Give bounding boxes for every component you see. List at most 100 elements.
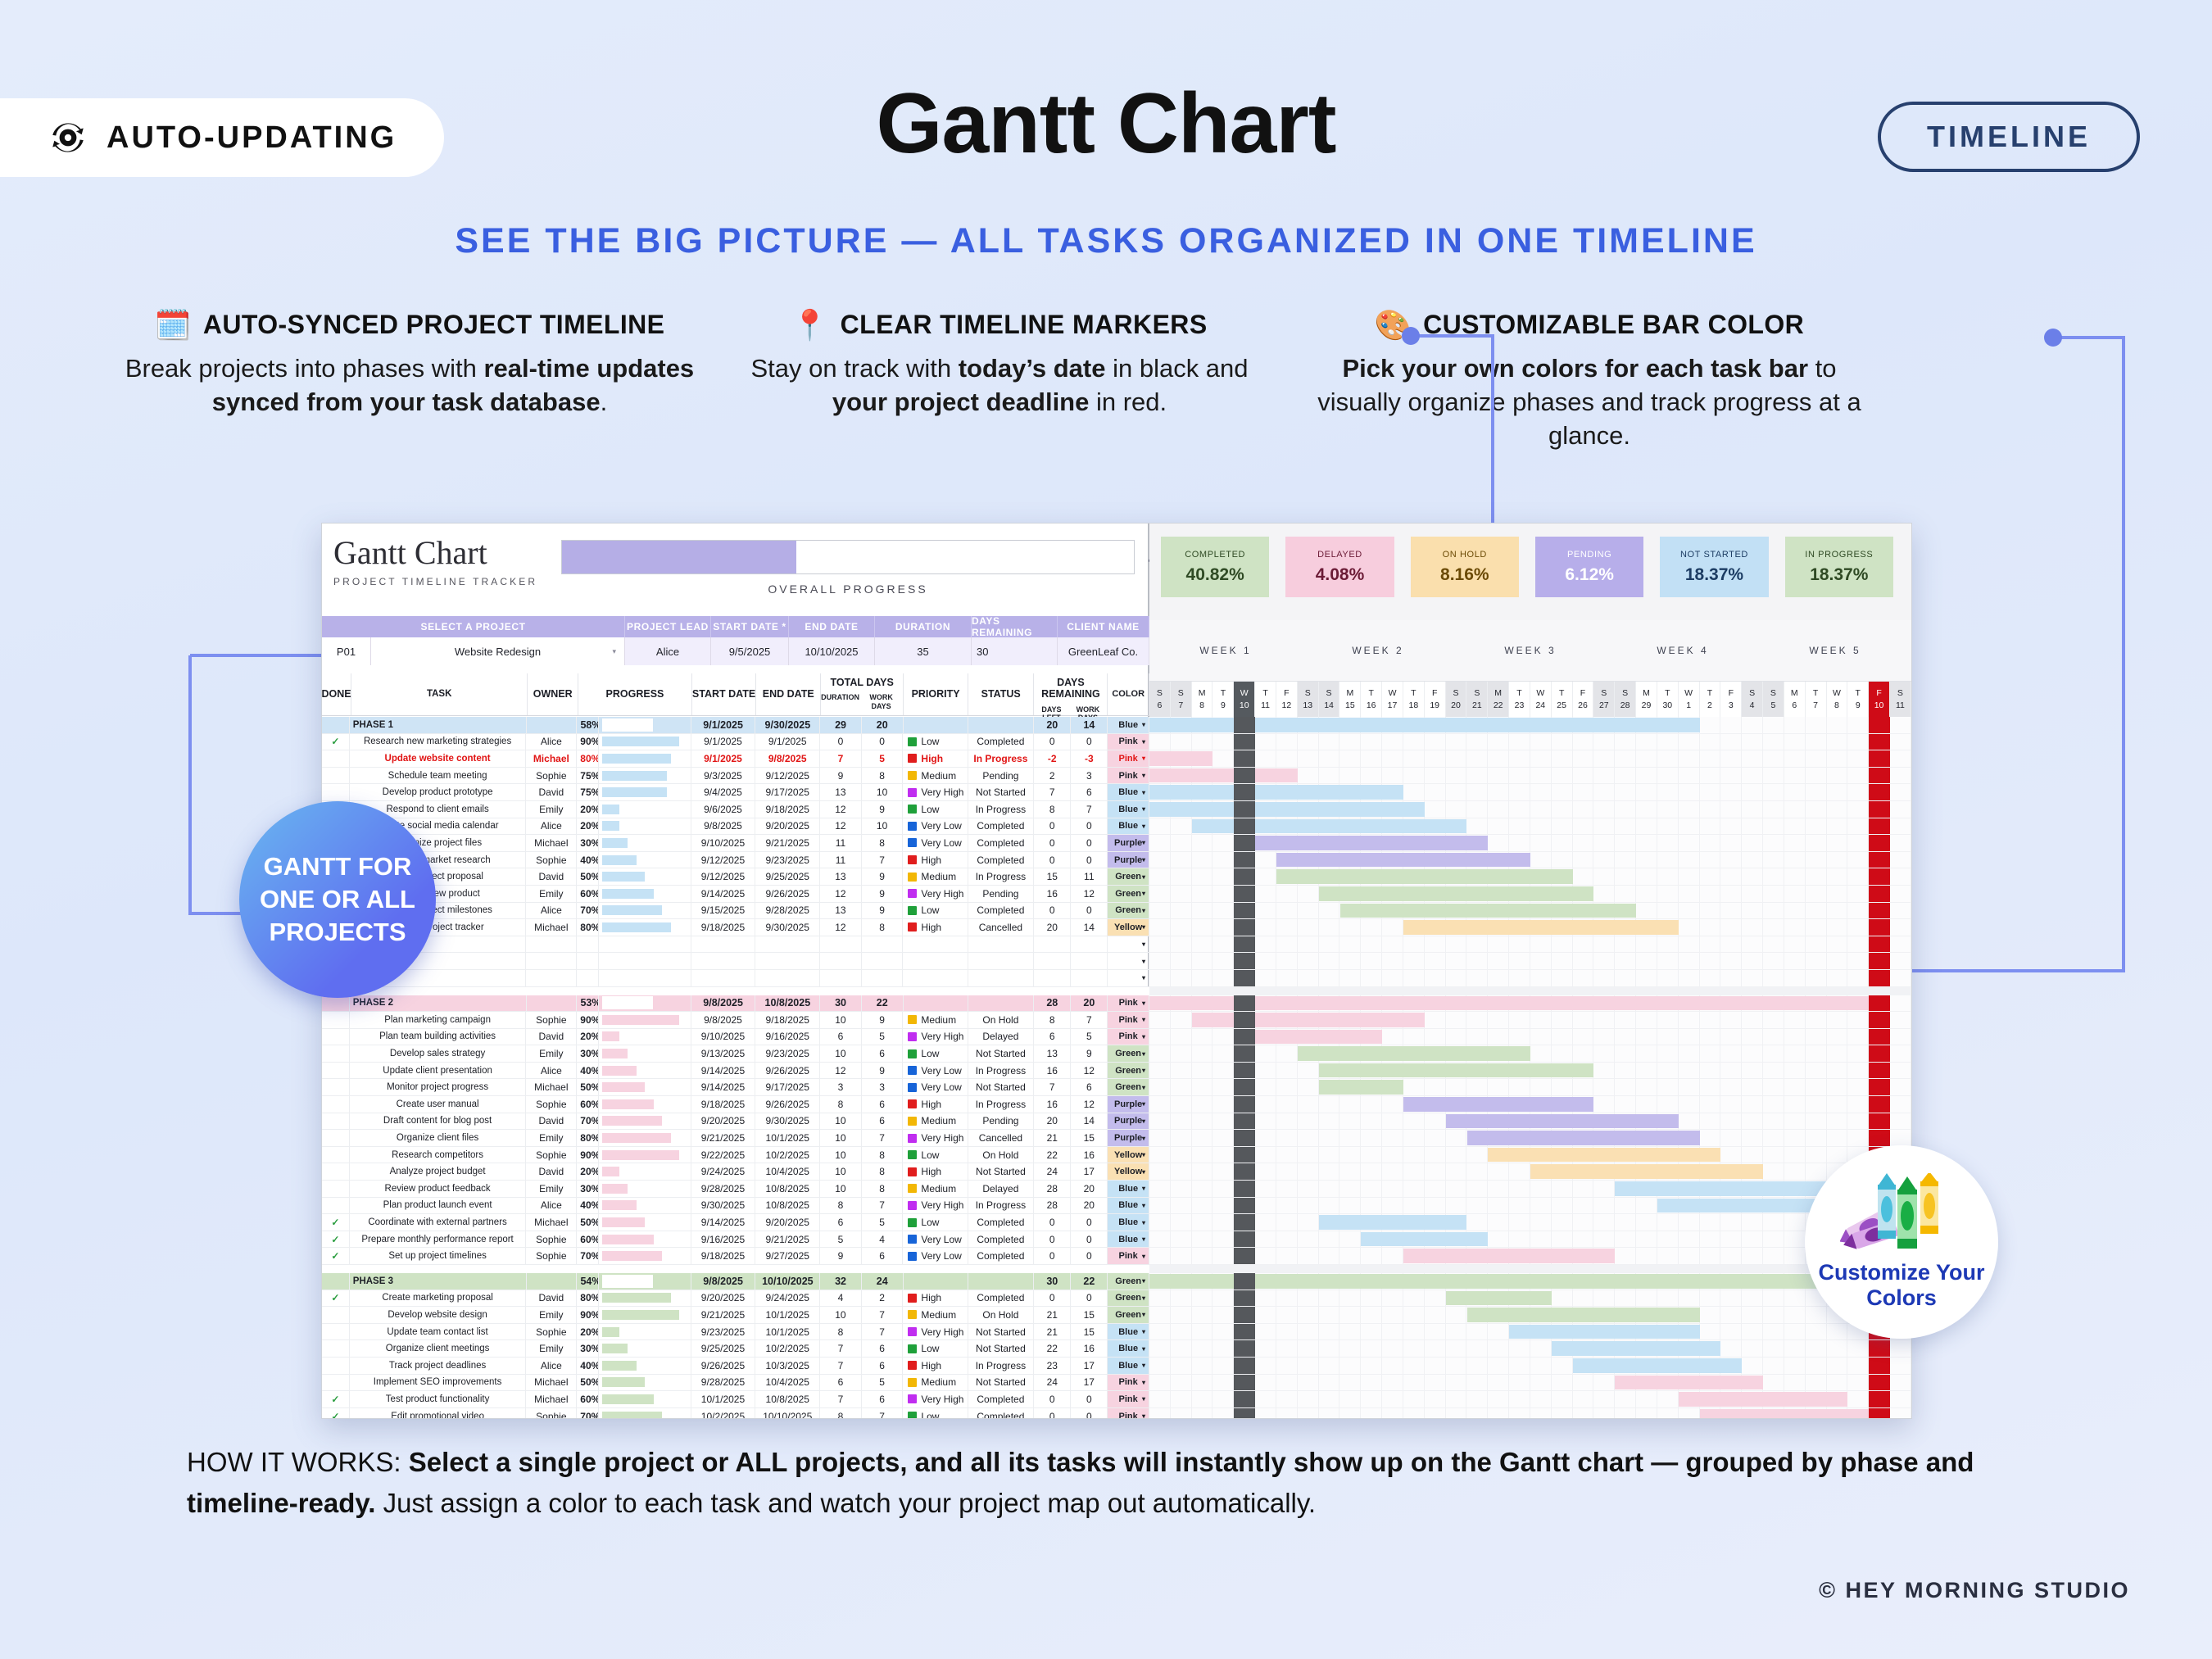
gantt-cell[interactable] (1509, 953, 1530, 969)
gantt-cell[interactable] (1573, 818, 1594, 835)
gantt-cell[interactable] (1149, 1307, 1171, 1323)
gantt-cell[interactable] (1784, 1130, 1806, 1146)
gantt-cell[interactable] (1255, 1407, 1276, 1418)
gantt-cell[interactable] (1171, 1028, 1192, 1045)
gantt-cell[interactable] (1784, 1323, 1806, 1340)
gantt-cell[interactable] (1827, 1323, 1848, 1340)
gantt-cell[interactable] (1890, 1130, 1911, 1146)
gantt-cell[interactable] (1149, 1231, 1171, 1248)
gantt-cell[interactable] (1171, 1062, 1192, 1079)
spreadsheet-window[interactable]: Gantt Chart PROJECT TIMELINE TRACKER 41%… (321, 523, 1912, 1419)
gantt-cell[interactable] (1361, 1096, 1383, 1113)
gantt-cell[interactable] (1298, 1340, 1319, 1357)
gantt-cell[interactable] (1530, 1012, 1552, 1028)
gantt-cell[interactable] (1509, 1391, 1530, 1407)
gantt-cell[interactable] (1890, 1113, 1911, 1130)
gantt-cell[interactable] (1784, 767, 1806, 784)
gantt-cell[interactable] (1149, 1407, 1171, 1418)
task-color-select[interactable]: Pink▾ (1108, 750, 1149, 767)
task-done-checkbox[interactable] (322, 1113, 350, 1130)
gantt-cell[interactable] (1149, 1028, 1171, 1045)
gantt-cell[interactable] (1466, 936, 1489, 953)
gantt-cell[interactable] (1827, 750, 1848, 767)
gantt-cell[interactable] (1700, 1130, 1721, 1146)
gantt-cell[interactable] (1593, 851, 1616, 868)
task-color-select[interactable]: Blue▾ (1108, 1357, 1149, 1374)
task-table-pane[interactable]: Gantt Chart PROJECT TIMELINE TRACKER 41%… (322, 524, 1185, 1418)
gantt-bar[interactable] (1318, 1080, 1403, 1095)
gantt-cell[interactable] (1552, 1045, 1573, 1062)
gantt-cell[interactable] (1213, 1130, 1235, 1146)
gantt-cell[interactable] (1382, 1113, 1403, 1130)
gantt-cell[interactable] (1298, 1113, 1319, 1130)
gantt-cell[interactable] (1720, 1231, 1743, 1248)
gantt-cell[interactable] (1679, 835, 1700, 851)
gantt-cell[interactable] (1319, 1113, 1340, 1130)
gantt-cell[interactable] (1827, 1374, 1848, 1391)
gantt-cell[interactable] (1466, 1407, 1489, 1418)
task-done-checkbox[interactable]: ✓ (322, 1231, 350, 1248)
gantt-cell[interactable] (1339, 969, 1362, 986)
task-color-select[interactable]: Green▾ (1108, 868, 1149, 885)
gantt-cell[interactable] (1827, 1113, 1848, 1130)
gantt-bar[interactable] (1191, 818, 1467, 834)
gantt-bar[interactable] (1149, 995, 1870, 1011)
gantt-cell[interactable] (1192, 1197, 1213, 1214)
gantt-cell[interactable] (1298, 1214, 1319, 1231)
gantt-cell[interactable] (1339, 1340, 1362, 1357)
gantt-cell[interactable] (1488, 1197, 1510, 1214)
gantt-cell[interactable] (1763, 784, 1784, 800)
gantt-cell[interactable] (1276, 1045, 1298, 1062)
gantt-cell[interactable] (1276, 1096, 1298, 1113)
gantt-cell[interactable] (1403, 1323, 1425, 1340)
gantt-cell[interactable] (1679, 936, 1700, 953)
gantt-cell[interactable] (1700, 784, 1721, 800)
gantt-cell[interactable] (1403, 1391, 1425, 1407)
gantt-cell[interactable] (1636, 953, 1657, 969)
gantt-cell[interactable] (1552, 1374, 1573, 1391)
gantt-cell[interactable] (1720, 1045, 1743, 1062)
task-color-select[interactable]: Pink▾ (1108, 767, 1149, 784)
gantt-cell[interactable] (1339, 1163, 1362, 1181)
gantt-cell[interactable] (1806, 868, 1827, 885)
gantt-cell[interactable] (1700, 919, 1721, 936)
gantt-cell[interactable] (1784, 969, 1806, 986)
gantt-cell[interactable] (1255, 1357, 1276, 1374)
gantt-cell[interactable] (1425, 733, 1446, 750)
gantt-cell[interactable] (1720, 733, 1743, 750)
gantt-cell[interactable] (1827, 1340, 1848, 1357)
gantt-cell[interactable] (1657, 818, 1679, 835)
gantt-cell[interactable] (1213, 936, 1235, 953)
gantt-cell[interactable] (1890, 835, 1911, 851)
gantt-cell[interactable] (1657, 1248, 1679, 1264)
gantt-cell[interactable] (1425, 784, 1446, 800)
gantt-cell[interactable] (1171, 1163, 1192, 1181)
gantt-cell[interactable] (1298, 1323, 1319, 1340)
gantt-cell[interactable] (1806, 1357, 1827, 1374)
gantt-cell[interactable] (1488, 1340, 1510, 1357)
gantt-cell[interactable] (1573, 784, 1594, 800)
gantt-cell[interactable] (1657, 868, 1679, 885)
gantt-cell[interactable] (1657, 969, 1679, 986)
gantt-cell[interactable] (1488, 750, 1510, 767)
gantt-cell[interactable] (1339, 936, 1362, 953)
gantt-cell[interactable] (1890, 1028, 1911, 1045)
task-color-select[interactable]: Purple▾ (1108, 1130, 1149, 1146)
gantt-cell[interactable] (1657, 784, 1679, 800)
gantt-cell[interactable] (1171, 1323, 1192, 1340)
gantt-cell[interactable] (1466, 1146, 1489, 1163)
gantt-cell[interactable] (1446, 784, 1467, 800)
gantt-cell[interactable] (1171, 1181, 1192, 1197)
gantt-cell[interactable] (1657, 733, 1679, 750)
gantt-cell[interactable] (1425, 750, 1446, 767)
gantt-cell[interactable] (1213, 1163, 1235, 1181)
gantt-cell[interactable] (1149, 1290, 1171, 1307)
gantt-cell[interactable] (1784, 1214, 1806, 1231)
gantt-cell[interactable] (1573, 953, 1594, 969)
gantt-cell[interactable] (1679, 1012, 1700, 1028)
gantt-cell[interactable] (1361, 1181, 1383, 1197)
gantt-cell[interactable] (1466, 1340, 1489, 1357)
gantt-cell[interactable] (1847, 835, 1870, 851)
